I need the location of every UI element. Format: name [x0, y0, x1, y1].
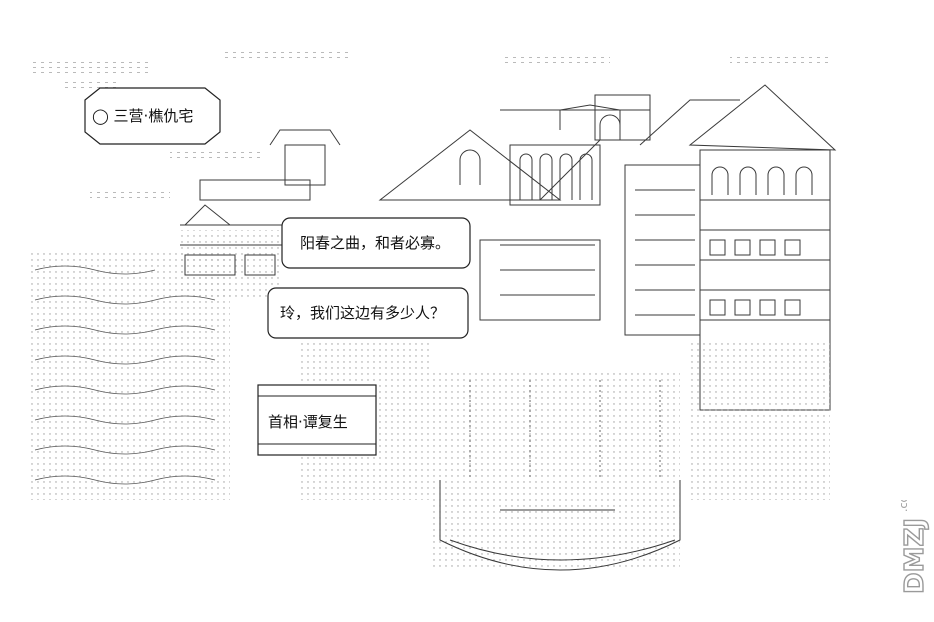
speech-balloon-2-frame [267, 287, 469, 339]
location-caption-frame [84, 87, 221, 145]
left-crowd-lines [34, 265, 216, 485]
watermark-text: DMZJ [900, 518, 930, 594]
speech-balloon-1-text: 阳春之曲，和者必寡。 [300, 234, 451, 252]
speech-balloon-2-text: 玲，我们这边有多少人？ [280, 304, 446, 322]
character-name-label: 首相·谭复生 [268, 413, 348, 431]
watermark-suffix: .com [897, 500, 910, 512]
site-watermark-logo: DMZJ .com [897, 500, 931, 595]
left-crowd-texture [30, 230, 280, 500]
speech-balloon-1-frame [281, 217, 471, 269]
central-stage [430, 370, 681, 571]
gothic-building [378, 94, 651, 321]
sky-texture [30, 50, 830, 202]
name-box-frame [257, 384, 377, 456]
location-caption: ◯ 三营·樵仇宅 [92, 107, 194, 125]
